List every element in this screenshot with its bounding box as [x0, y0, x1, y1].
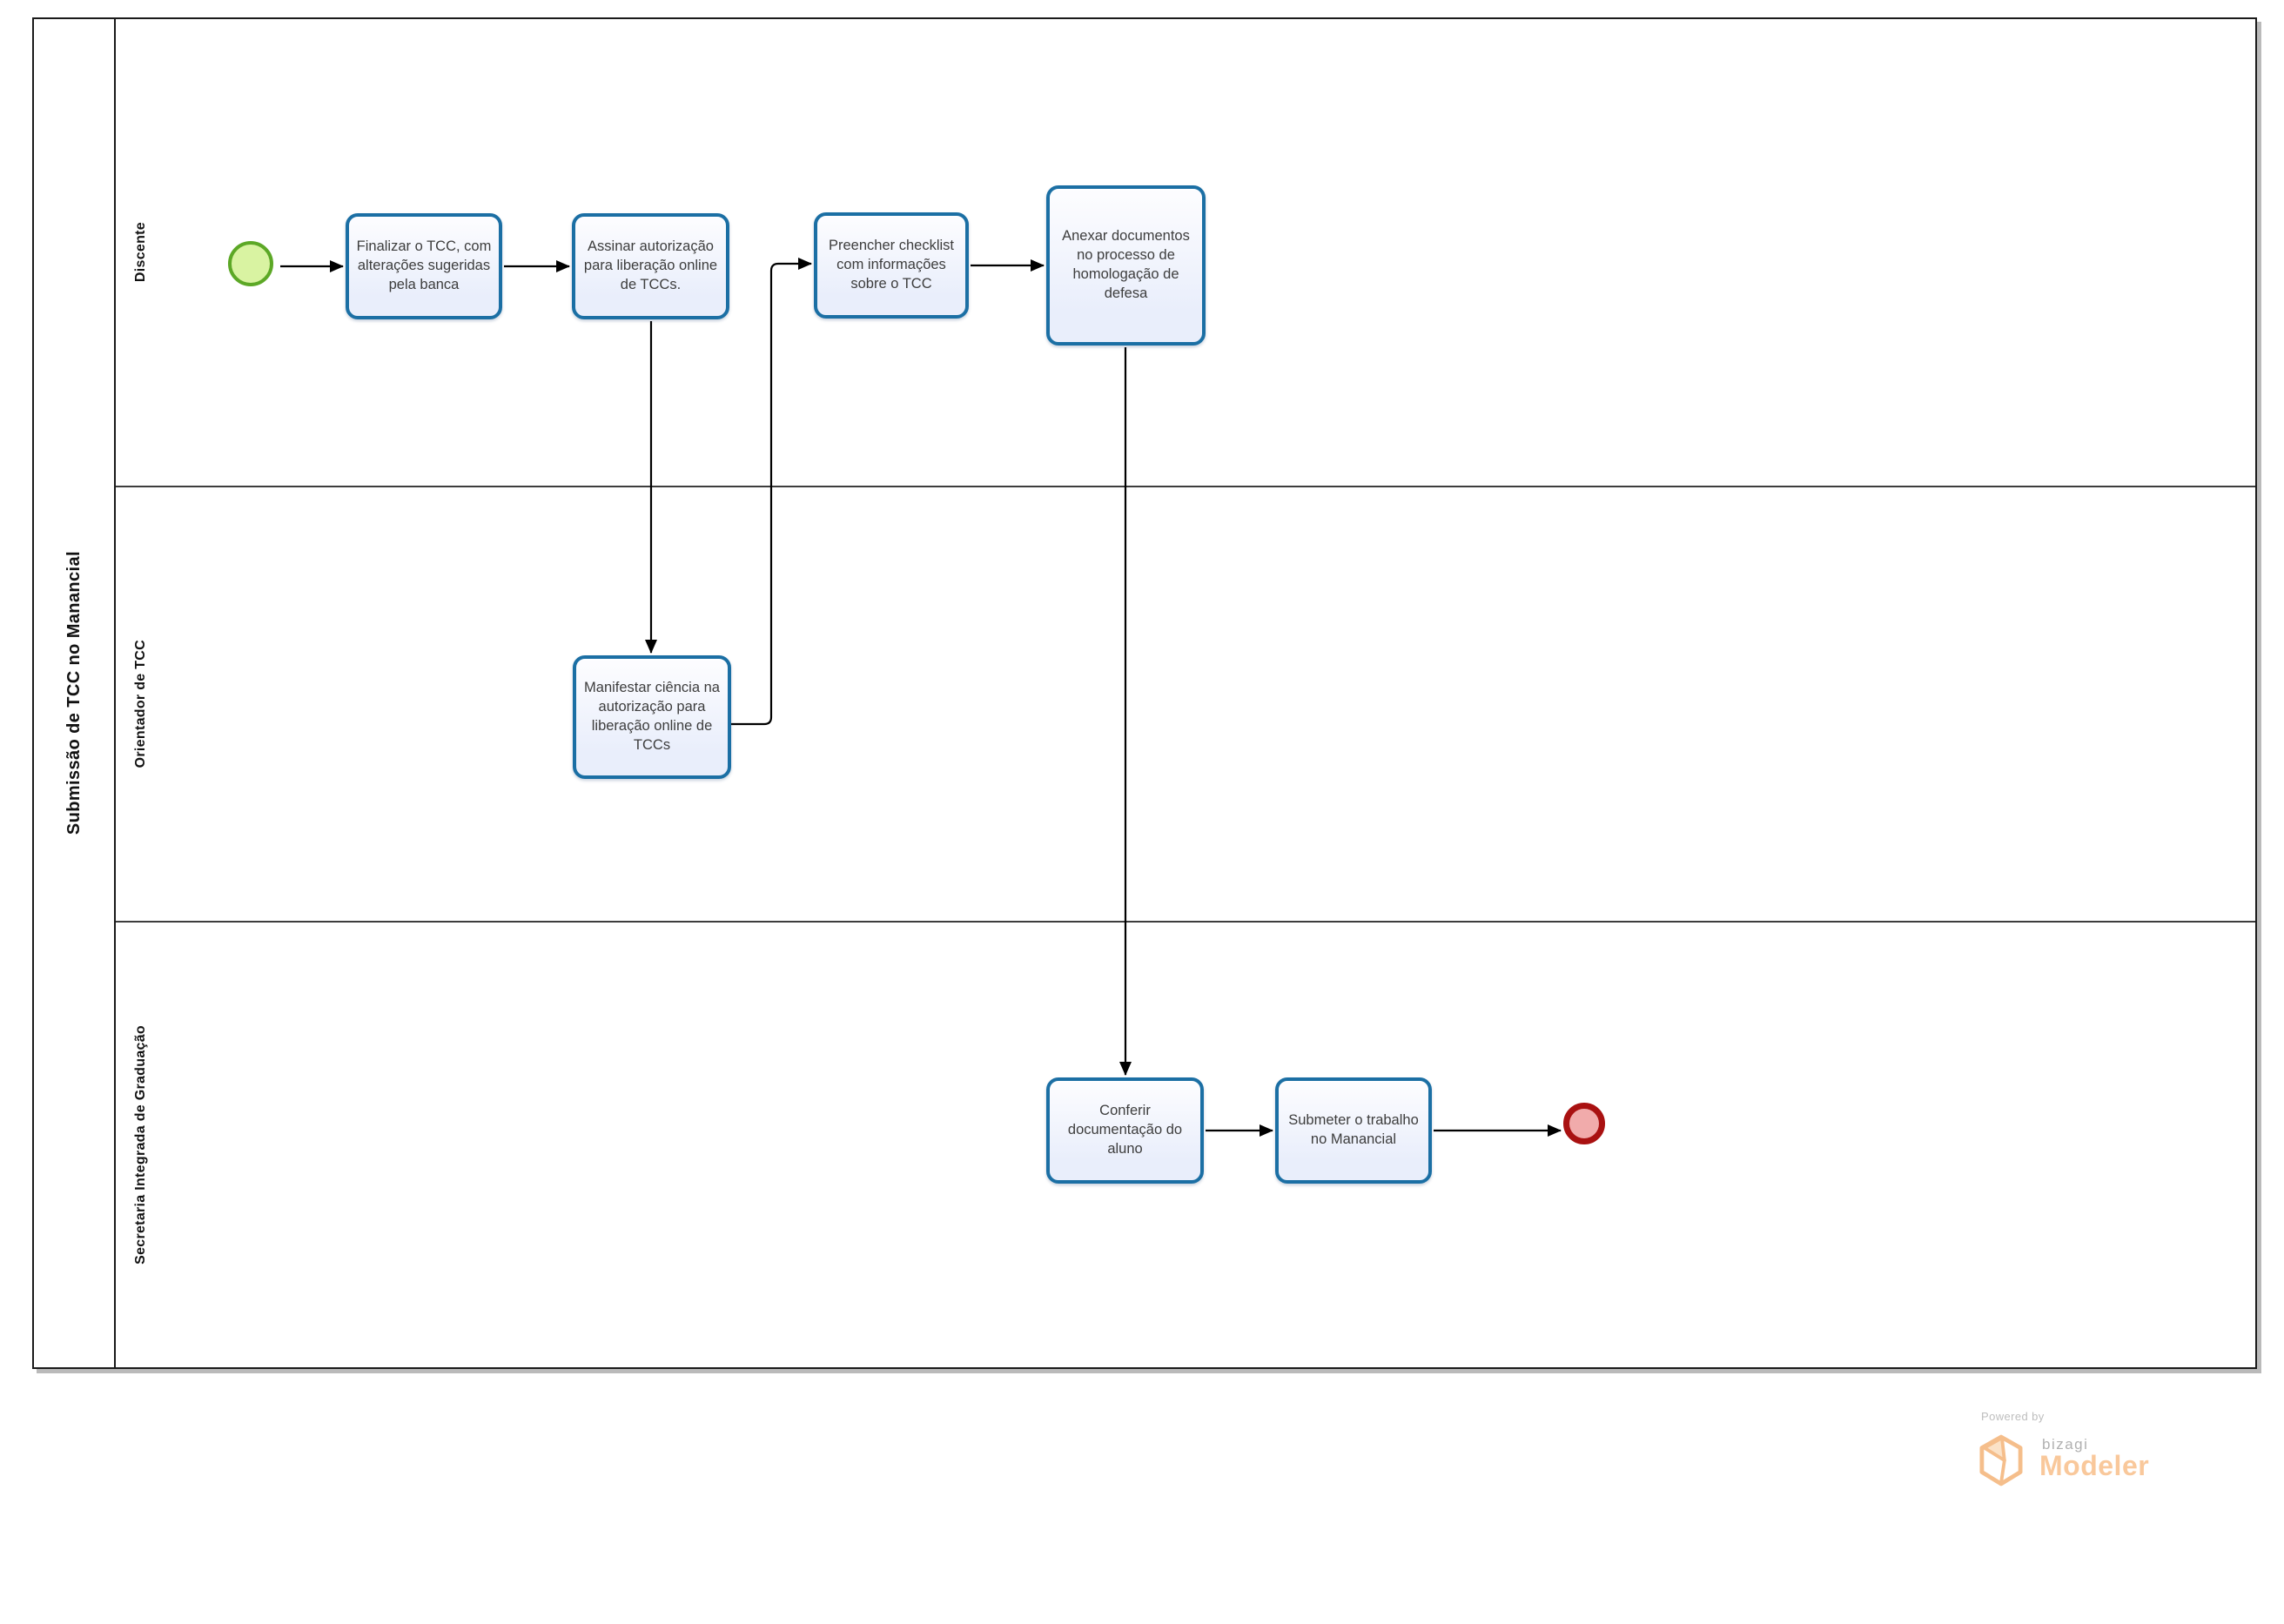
- lane-header-orientador: Orientador de TCC: [116, 487, 166, 921]
- lanes-container: Discente Orientador de TCC Secretaria In…: [116, 19, 2255, 1367]
- pool-header: Submissão de TCC no Manancial: [34, 19, 116, 1367]
- task-conferir-documentacao[interactable]: Conferir documentação do aluno: [1046, 1077, 1204, 1184]
- task-assinar-autorizacao[interactable]: Assinar autorização para liberação onlin…: [572, 213, 729, 319]
- task-manifestar-ciencia[interactable]: Manifestar ciência na autorização para l…: [573, 655, 731, 779]
- end-event[interactable]: [1563, 1103, 1605, 1144]
- lane-secretaria-integrada: Secretaria Integrada de Graduação: [116, 921, 2255, 1367]
- lane-label: Discente: [133, 222, 148, 283]
- bizagi-modeler-watermark: Powered by bizagi Modeler: [1978, 1410, 2239, 1506]
- start-event[interactable]: [228, 241, 273, 286]
- bizagi-box-icon: [1979, 1434, 2023, 1486]
- task-finalizar-tcc[interactable]: Finalizar o TCC, com alterações sugerida…: [346, 213, 502, 319]
- task-preencher-checklist[interactable]: Preencher checklist com informações sobr…: [814, 212, 969, 319]
- lane-header-secretaria: Secretaria Integrada de Graduação: [116, 923, 166, 1367]
- lane-orientador-de-tcc: Orientador de TCC: [116, 486, 2255, 921]
- powered-by-label: Powered by: [1981, 1410, 2045, 1423]
- lane-header-discente: Discente: [116, 19, 166, 486]
- pool-title: Submissão de TCC no Manancial: [64, 551, 84, 835]
- lane-label: Orientador de TCC: [133, 640, 148, 768]
- task-submeter-trabalho[interactable]: Submeter o trabalho no Manancial: [1275, 1077, 1432, 1184]
- bizagi-wordmark: bizagi: [2042, 1436, 2089, 1453]
- modeler-wordmark: Modeler: [2039, 1450, 2150, 1481]
- task-anexar-documentos[interactable]: Anexar documentos no processo de homolog…: [1046, 185, 1206, 346]
- lane-label: Secretaria Integrada de Graduação: [133, 1025, 148, 1265]
